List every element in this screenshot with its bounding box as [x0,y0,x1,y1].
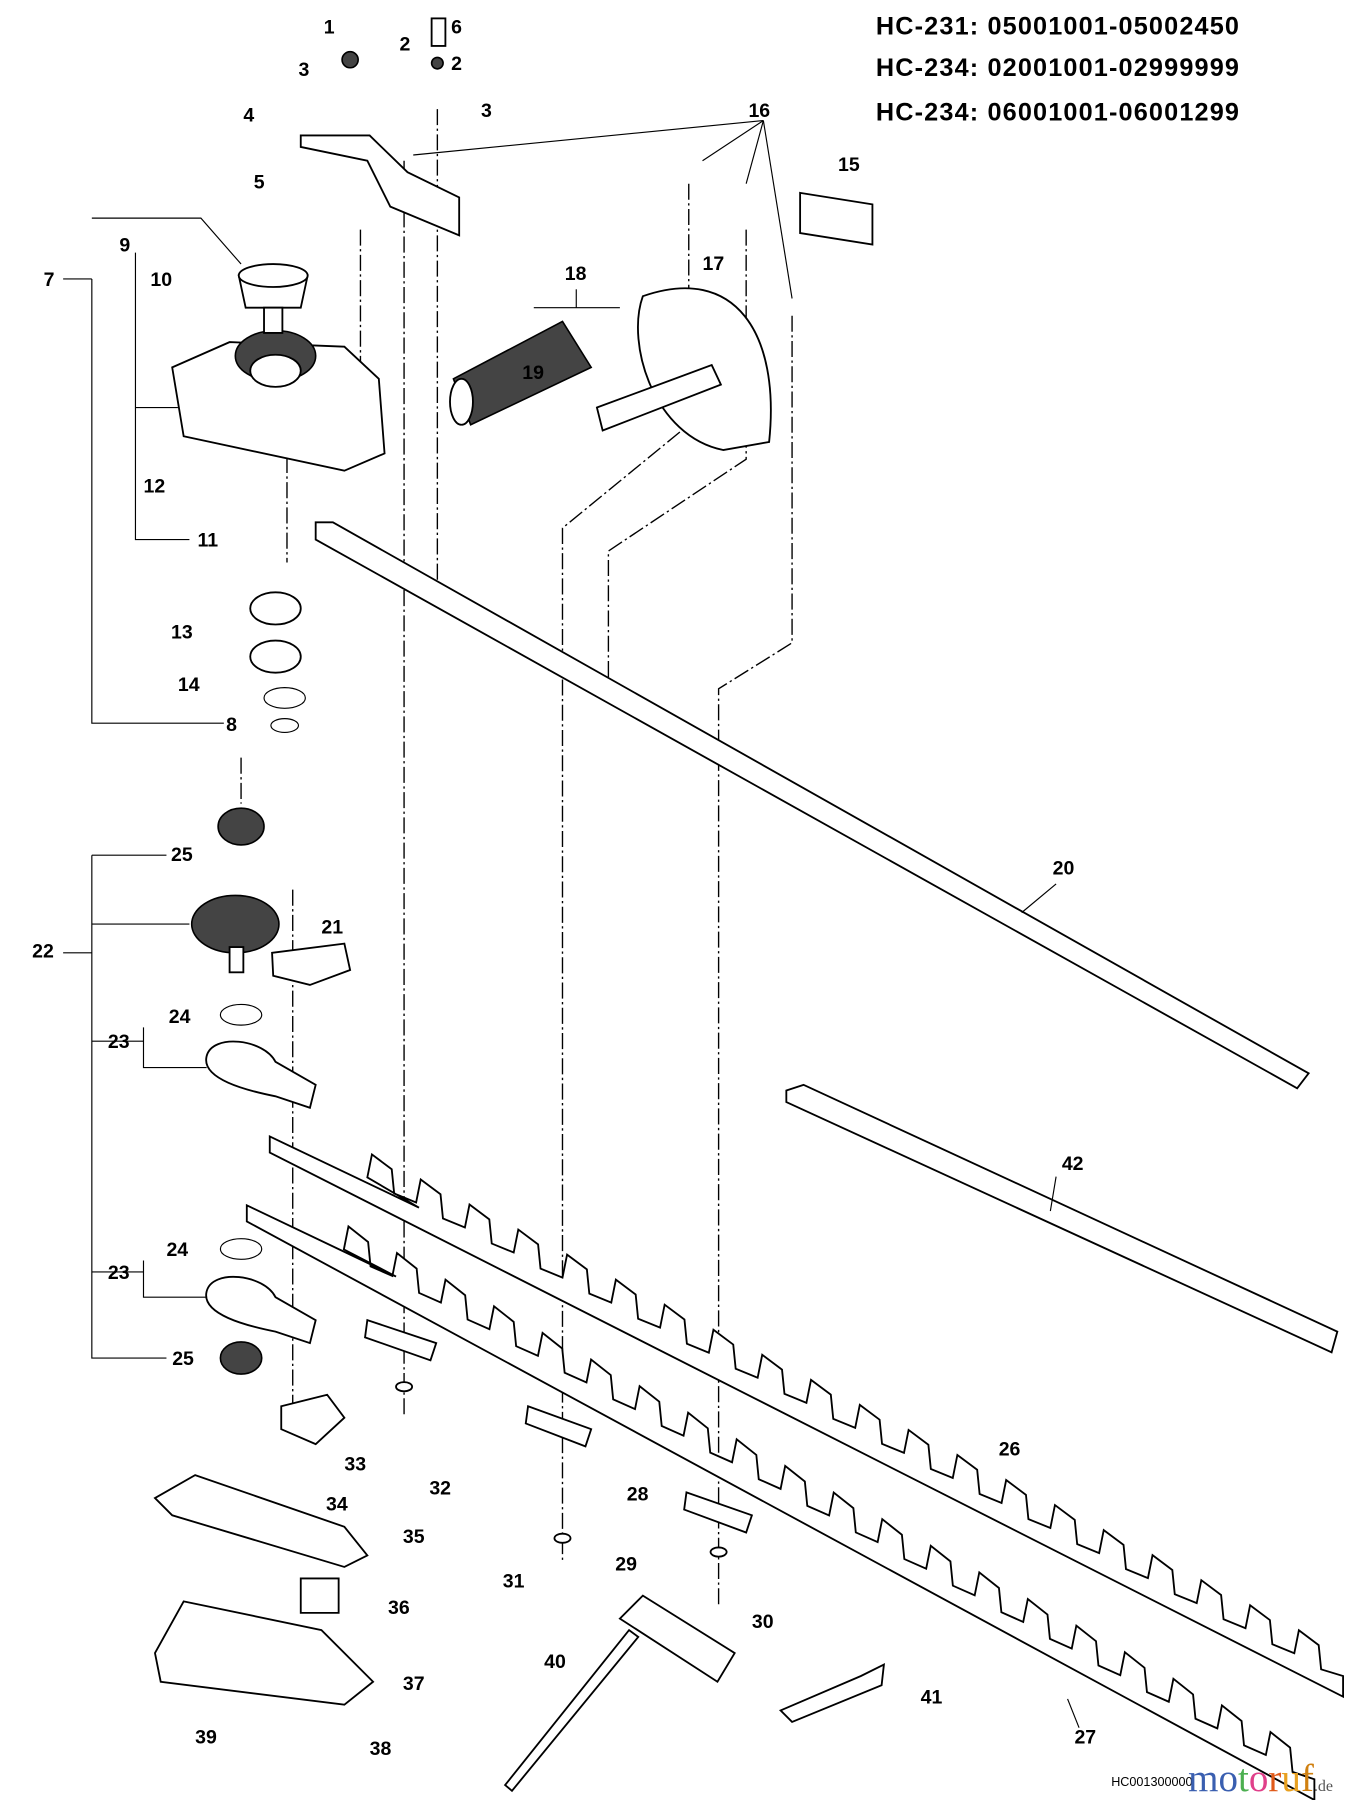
callout-18: 18 [565,263,587,285]
callout-7: 7 [44,269,55,291]
callout-27: 27 [1074,1727,1096,1749]
blade-27 [245,1203,1316,1800]
leader-line [1021,883,1057,914]
gear-case-assembly [171,17,461,733]
callout-9: 9 [119,234,130,256]
leader-line [142,1027,207,1069]
leader-line [91,217,242,265]
leader-line [134,252,190,541]
callout-3: 3 [481,100,492,122]
callout-13: 13 [171,621,193,643]
callout-19: 19 [522,362,544,384]
leader-line [91,855,167,1359]
callout-36: 36 [388,1597,410,1619]
leader-line [142,1260,207,1298]
callout-16: 16 [748,100,770,122]
callout-leaders [63,119,1080,1728]
leader-line [91,278,224,724]
tools [364,1318,886,1793]
callout-34: 34 [326,1494,348,1516]
serial-range-hc231: HC-231: 05001001-05002450 [876,12,1240,40]
callout-23: 23 [108,1262,130,1284]
callout-24: 24 [166,1239,188,1261]
label-decal-15 [799,191,874,246]
callout-38: 38 [370,1738,392,1760]
blade-cover-42 [785,1083,1339,1354]
gear-and-plate-parts [153,807,375,1706]
callout-17: 17 [703,253,725,275]
guide-bar-20 [314,521,1311,1090]
callout-32: 32 [429,1478,451,1500]
callout-1: 1 [324,16,335,38]
callout-40: 40 [544,1651,566,1673]
leader-line [762,120,793,299]
socket-wrench-40 [503,1628,640,1793]
leader-line [745,120,764,184]
blade-26 [268,1135,1344,1699]
leader-line [413,119,764,156]
callout-35: 35 [403,1526,425,1548]
bracket-4 [299,134,461,237]
callout-21: 21 [321,916,343,938]
callout-39: 39 [195,1727,217,1749]
callout-3: 3 [298,59,309,81]
callout-12: 12 [143,475,165,497]
svg-text:motoruf.de: motoruf.de [1188,1757,1333,1800]
callout-37: 37 [403,1673,425,1695]
handle-assembly [449,191,874,451]
callout-5: 5 [254,171,265,193]
callout-6: 6 [451,16,462,38]
callout-2: 2 [399,34,410,56]
leader-line [1067,1698,1080,1728]
serial-range-hc234-a: HC-234: 02001001-02999999 [876,54,1240,82]
callout-41: 41 [921,1687,943,1709]
callout-2: 2 [451,53,462,75]
callout-28: 28 [627,1483,649,1505]
callout-8: 8 [226,714,237,736]
callout-29: 29 [615,1553,637,1575]
callout-11: 11 [197,529,218,551]
callout-10: 10 [150,269,172,291]
watermark-logo: motoruf.de [1188,1757,1333,1800]
callout-20: 20 [1053,858,1075,880]
callout-42: 42 [1062,1153,1084,1175]
callout-31: 31 [503,1571,525,1593]
callout-25: 25 [172,1348,194,1370]
callout-22: 22 [32,940,54,962]
callout-26: 26 [999,1439,1021,1461]
callout-4: 4 [243,105,254,127]
callout-23: 23 [108,1031,130,1053]
callout-15: 15 [838,154,860,176]
callout-14: 14 [178,674,200,696]
callout-25: 25 [171,844,193,866]
callout-30: 30 [752,1611,774,1633]
leader-line [1049,1176,1057,1212]
serial-range-header: HC-231: 05001001-05002450 HC-234: 020010… [876,12,1240,127]
spanner-41 [778,1662,886,1723]
callout-24: 24 [169,1006,191,1028]
serial-range-hc234-b: HC-234: 06001001-06001299 [876,99,1240,127]
callout-33: 33 [344,1454,366,1476]
diagram-code: HC001300000 [1111,1775,1192,1789]
leader-line [702,120,764,162]
